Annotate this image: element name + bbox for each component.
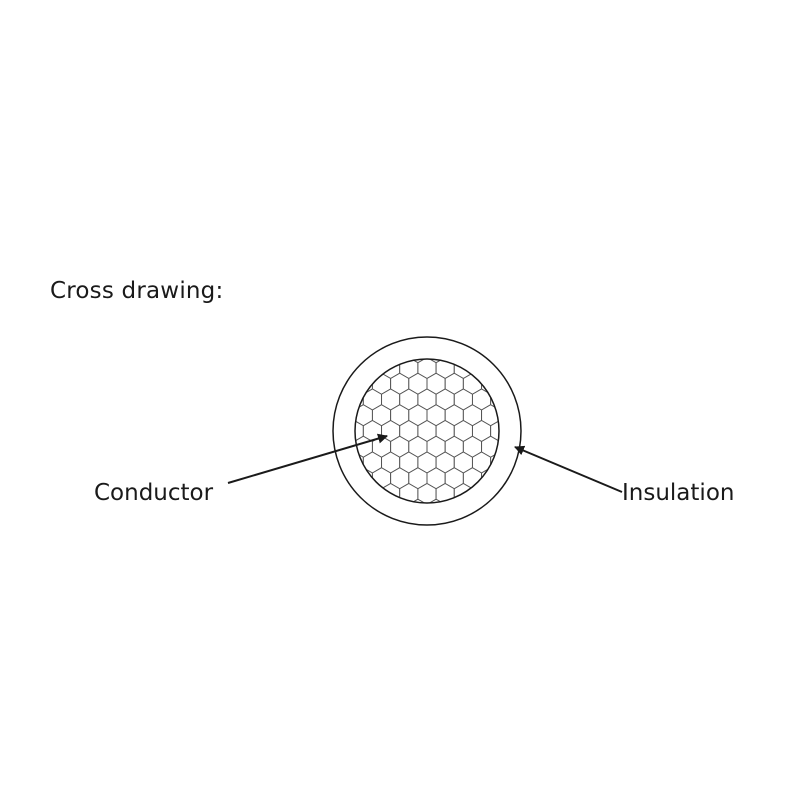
- conductor-label: Conductor: [94, 480, 214, 506]
- diagram-title: Cross drawing:: [50, 278, 224, 304]
- insulation-arrow: [514, 445, 623, 493]
- insulation-label: Insulation: [622, 480, 735, 506]
- conductor-strand: [490, 419, 499, 443]
- conductor-arrow: [227, 433, 388, 484]
- conductor-boundary: [354, 358, 500, 504]
